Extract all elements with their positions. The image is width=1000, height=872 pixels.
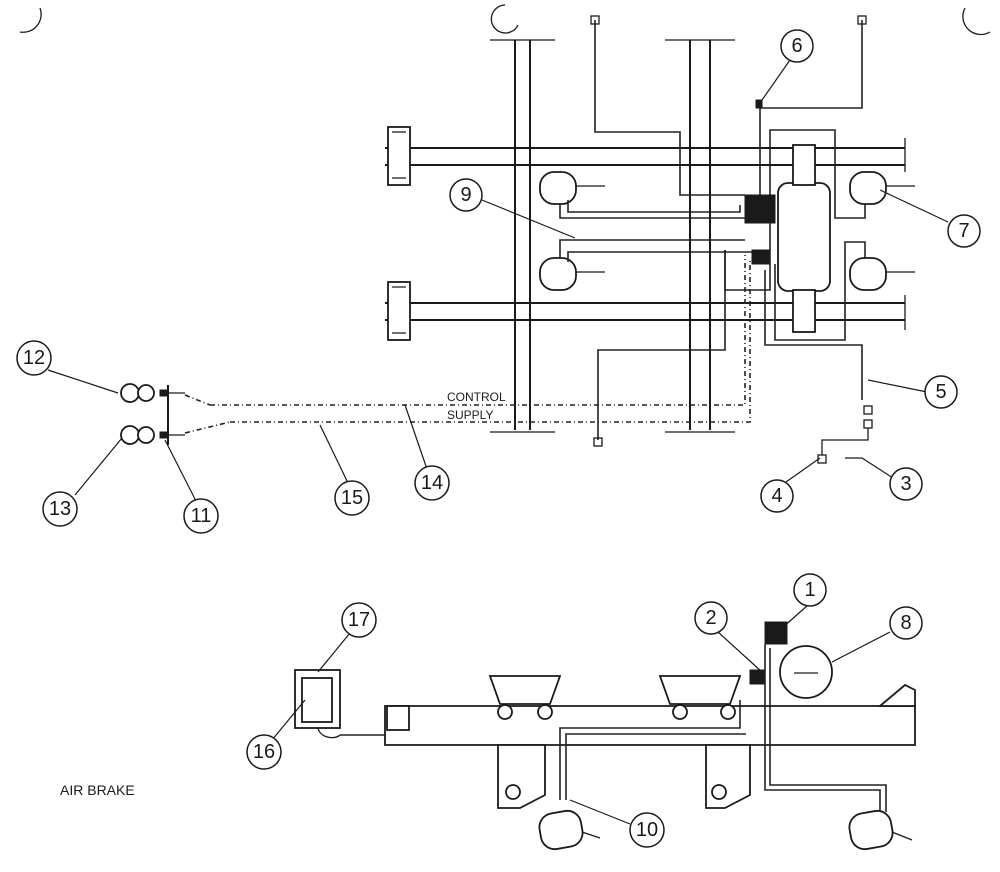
callout-1: 1 bbox=[793, 573, 827, 607]
side-elevation-view bbox=[294, 621, 916, 851]
svg-text:14: 14 bbox=[421, 472, 443, 494]
callout-9: 9 bbox=[449, 178, 483, 212]
svg-text:12: 12 bbox=[23, 347, 45, 369]
svg-text:8: 8 bbox=[900, 612, 911, 634]
callout-8: 8 bbox=[889, 606, 923, 640]
callout-13: 13 bbox=[42, 491, 78, 527]
svg-text:9: 9 bbox=[460, 184, 471, 206]
callout-2: 2 bbox=[694, 601, 728, 635]
svg-text:16: 16 bbox=[253, 741, 275, 763]
callout-17: 17 bbox=[341, 602, 377, 638]
corner-marks bbox=[19, 4, 991, 36]
svg-text:1: 1 bbox=[804, 579, 815, 601]
callout-7: 7 bbox=[947, 214, 981, 248]
callout-10: 10 bbox=[629, 812, 665, 848]
svg-text:7: 7 bbox=[958, 220, 969, 242]
gladhand-control bbox=[120, 383, 185, 403]
callout-15: 15 bbox=[334, 480, 370, 516]
svg-text:17: 17 bbox=[348, 609, 370, 631]
brake-chamber-left-front bbox=[539, 171, 605, 205]
abs-control-box bbox=[294, 669, 341, 739]
callout-leaders bbox=[47, 59, 949, 825]
callout-14: 14 bbox=[414, 465, 450, 501]
callouts: 1 2 3 4 5 6 7 8 bbox=[16, 29, 981, 848]
callout-11: 11 bbox=[183, 498, 219, 534]
svg-text:10: 10 bbox=[636, 819, 658, 841]
callout-5: 5 bbox=[924, 375, 958, 409]
top-plan-view: CONTROL SUPPLY bbox=[120, 15, 915, 464]
callout-3: 3 bbox=[889, 467, 923, 501]
svg-text:13: 13 bbox=[49, 498, 71, 520]
svg-text:2: 2 bbox=[705, 607, 716, 629]
diagram-title: AIR BRAKE bbox=[60, 782, 135, 798]
brake-chamber-right-front bbox=[849, 171, 915, 205]
brake-chamber-side-right bbox=[848, 809, 913, 851]
svg-text:15: 15 bbox=[341, 487, 363, 509]
gladhand-supply bbox=[120, 425, 185, 445]
svg-text:11: 11 bbox=[191, 505, 212, 527]
svg-text:6: 6 bbox=[791, 35, 802, 57]
brake-chamber-right-rear bbox=[849, 257, 915, 291]
callout-4: 4 bbox=[760, 479, 794, 513]
svg-text:5: 5 bbox=[935, 381, 946, 403]
control-line-label: CONTROL bbox=[447, 390, 506, 404]
supply-line-label: SUPPLY bbox=[447, 408, 493, 422]
callout-12: 12 bbox=[16, 340, 52, 376]
callout-16: 16 bbox=[246, 734, 282, 770]
svg-text:3: 3 bbox=[900, 473, 911, 495]
brake-chamber-left-rear bbox=[539, 257, 605, 291]
brake-chamber-side-left bbox=[538, 809, 601, 851]
svg-text:4: 4 bbox=[771, 485, 782, 507]
callout-6: 6 bbox=[780, 29, 814, 63]
